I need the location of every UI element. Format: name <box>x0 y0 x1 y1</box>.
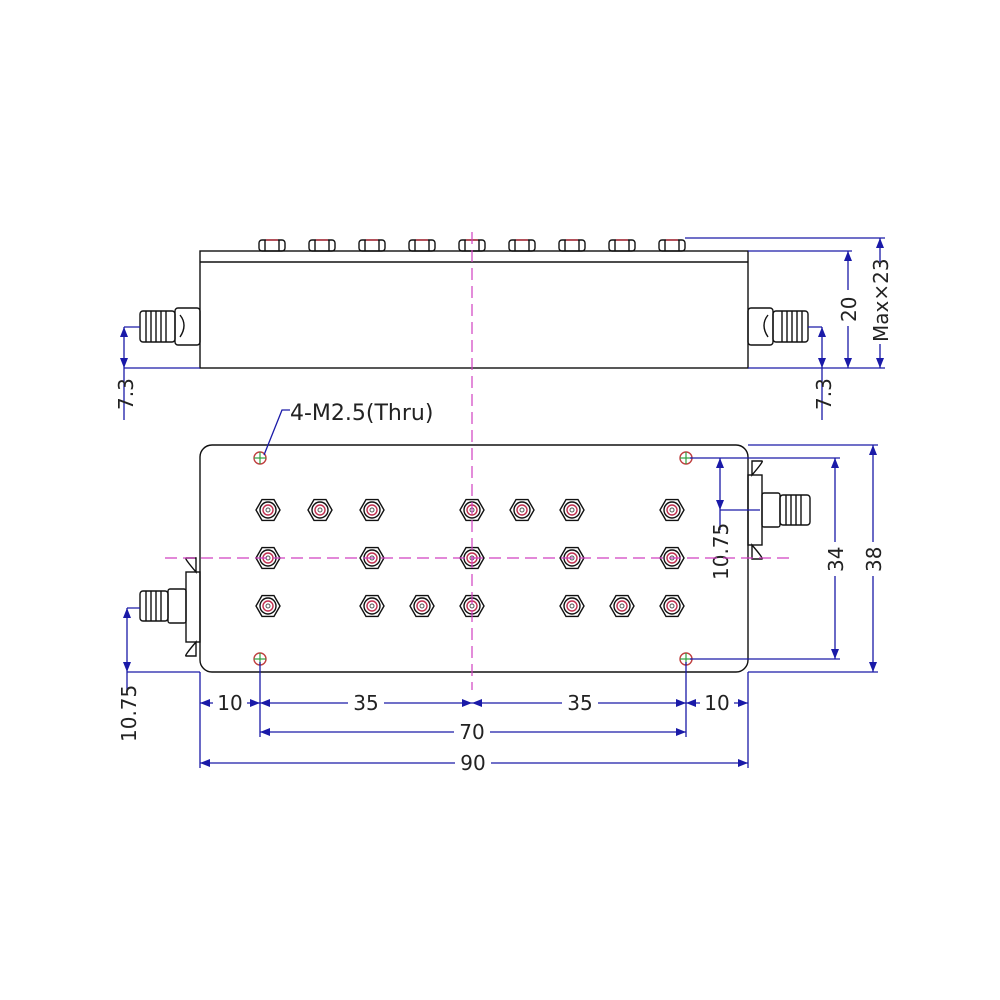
left-connector-plan <box>139 557 201 657</box>
hole-spacing-vertical-label: 34 <box>824 547 848 572</box>
tuning-screw <box>559 498 585 522</box>
right-connector-plan <box>747 460 811 560</box>
left-half-label: 35 <box>353 691 378 715</box>
tuning-screw-side <box>608 239 636 252</box>
side-view: 7.3 7.3 20 Max×23 <box>114 237 893 420</box>
tuning-screw <box>255 498 281 522</box>
hole-note-leader <box>263 409 290 456</box>
right-connector-side <box>747 307 809 346</box>
tuning-screw <box>609 594 635 618</box>
tuning-screw <box>659 498 685 522</box>
body-length-label: 90 <box>460 751 485 775</box>
left-connector-side <box>139 307 201 346</box>
right-margin-label: 10 <box>704 691 729 715</box>
tuning-screw-side <box>408 239 436 252</box>
tuning-screw <box>359 594 385 618</box>
left-connector-offset-label: 10.75 <box>117 685 141 742</box>
tuning-screw-side <box>508 239 536 252</box>
max-height-label: Max×23 <box>869 258 893 342</box>
tuning-screw <box>659 594 685 618</box>
tuning-screw <box>509 498 535 522</box>
hole-spacing-horizontal-label: 70 <box>459 720 484 744</box>
right-connector-offset-label: 10.75 <box>709 523 733 580</box>
side-body <box>199 250 749 369</box>
top-screws <box>258 239 686 252</box>
left-margin-label: 10 <box>217 691 242 715</box>
tuning-screw <box>409 594 435 618</box>
tuning-screw-side <box>658 239 686 252</box>
plan-view: 4-M2.5(Thru) 10.75 34 38 10.75 10 35 35 … <box>117 401 886 775</box>
tuning-screw <box>255 594 281 618</box>
tuning-screw <box>307 498 333 522</box>
tuning-screw-side <box>258 239 286 252</box>
tuning-screw-side <box>558 239 586 252</box>
body-height-label: 20 <box>837 297 861 322</box>
mounting-hole <box>253 451 267 465</box>
tuning-screw <box>559 594 585 618</box>
tuning-screw-side <box>358 239 386 252</box>
right-half-label: 35 <box>567 691 592 715</box>
hole-note: 4-M2.5(Thru) <box>290 401 433 426</box>
left-connector-height-label: 7.3 <box>114 378 138 410</box>
body-width-label: 38 <box>862 547 886 572</box>
tuning-screw <box>359 498 385 522</box>
right-connector-height-label: 7.3 <box>812 378 836 410</box>
tuning-screw-side <box>308 239 336 252</box>
